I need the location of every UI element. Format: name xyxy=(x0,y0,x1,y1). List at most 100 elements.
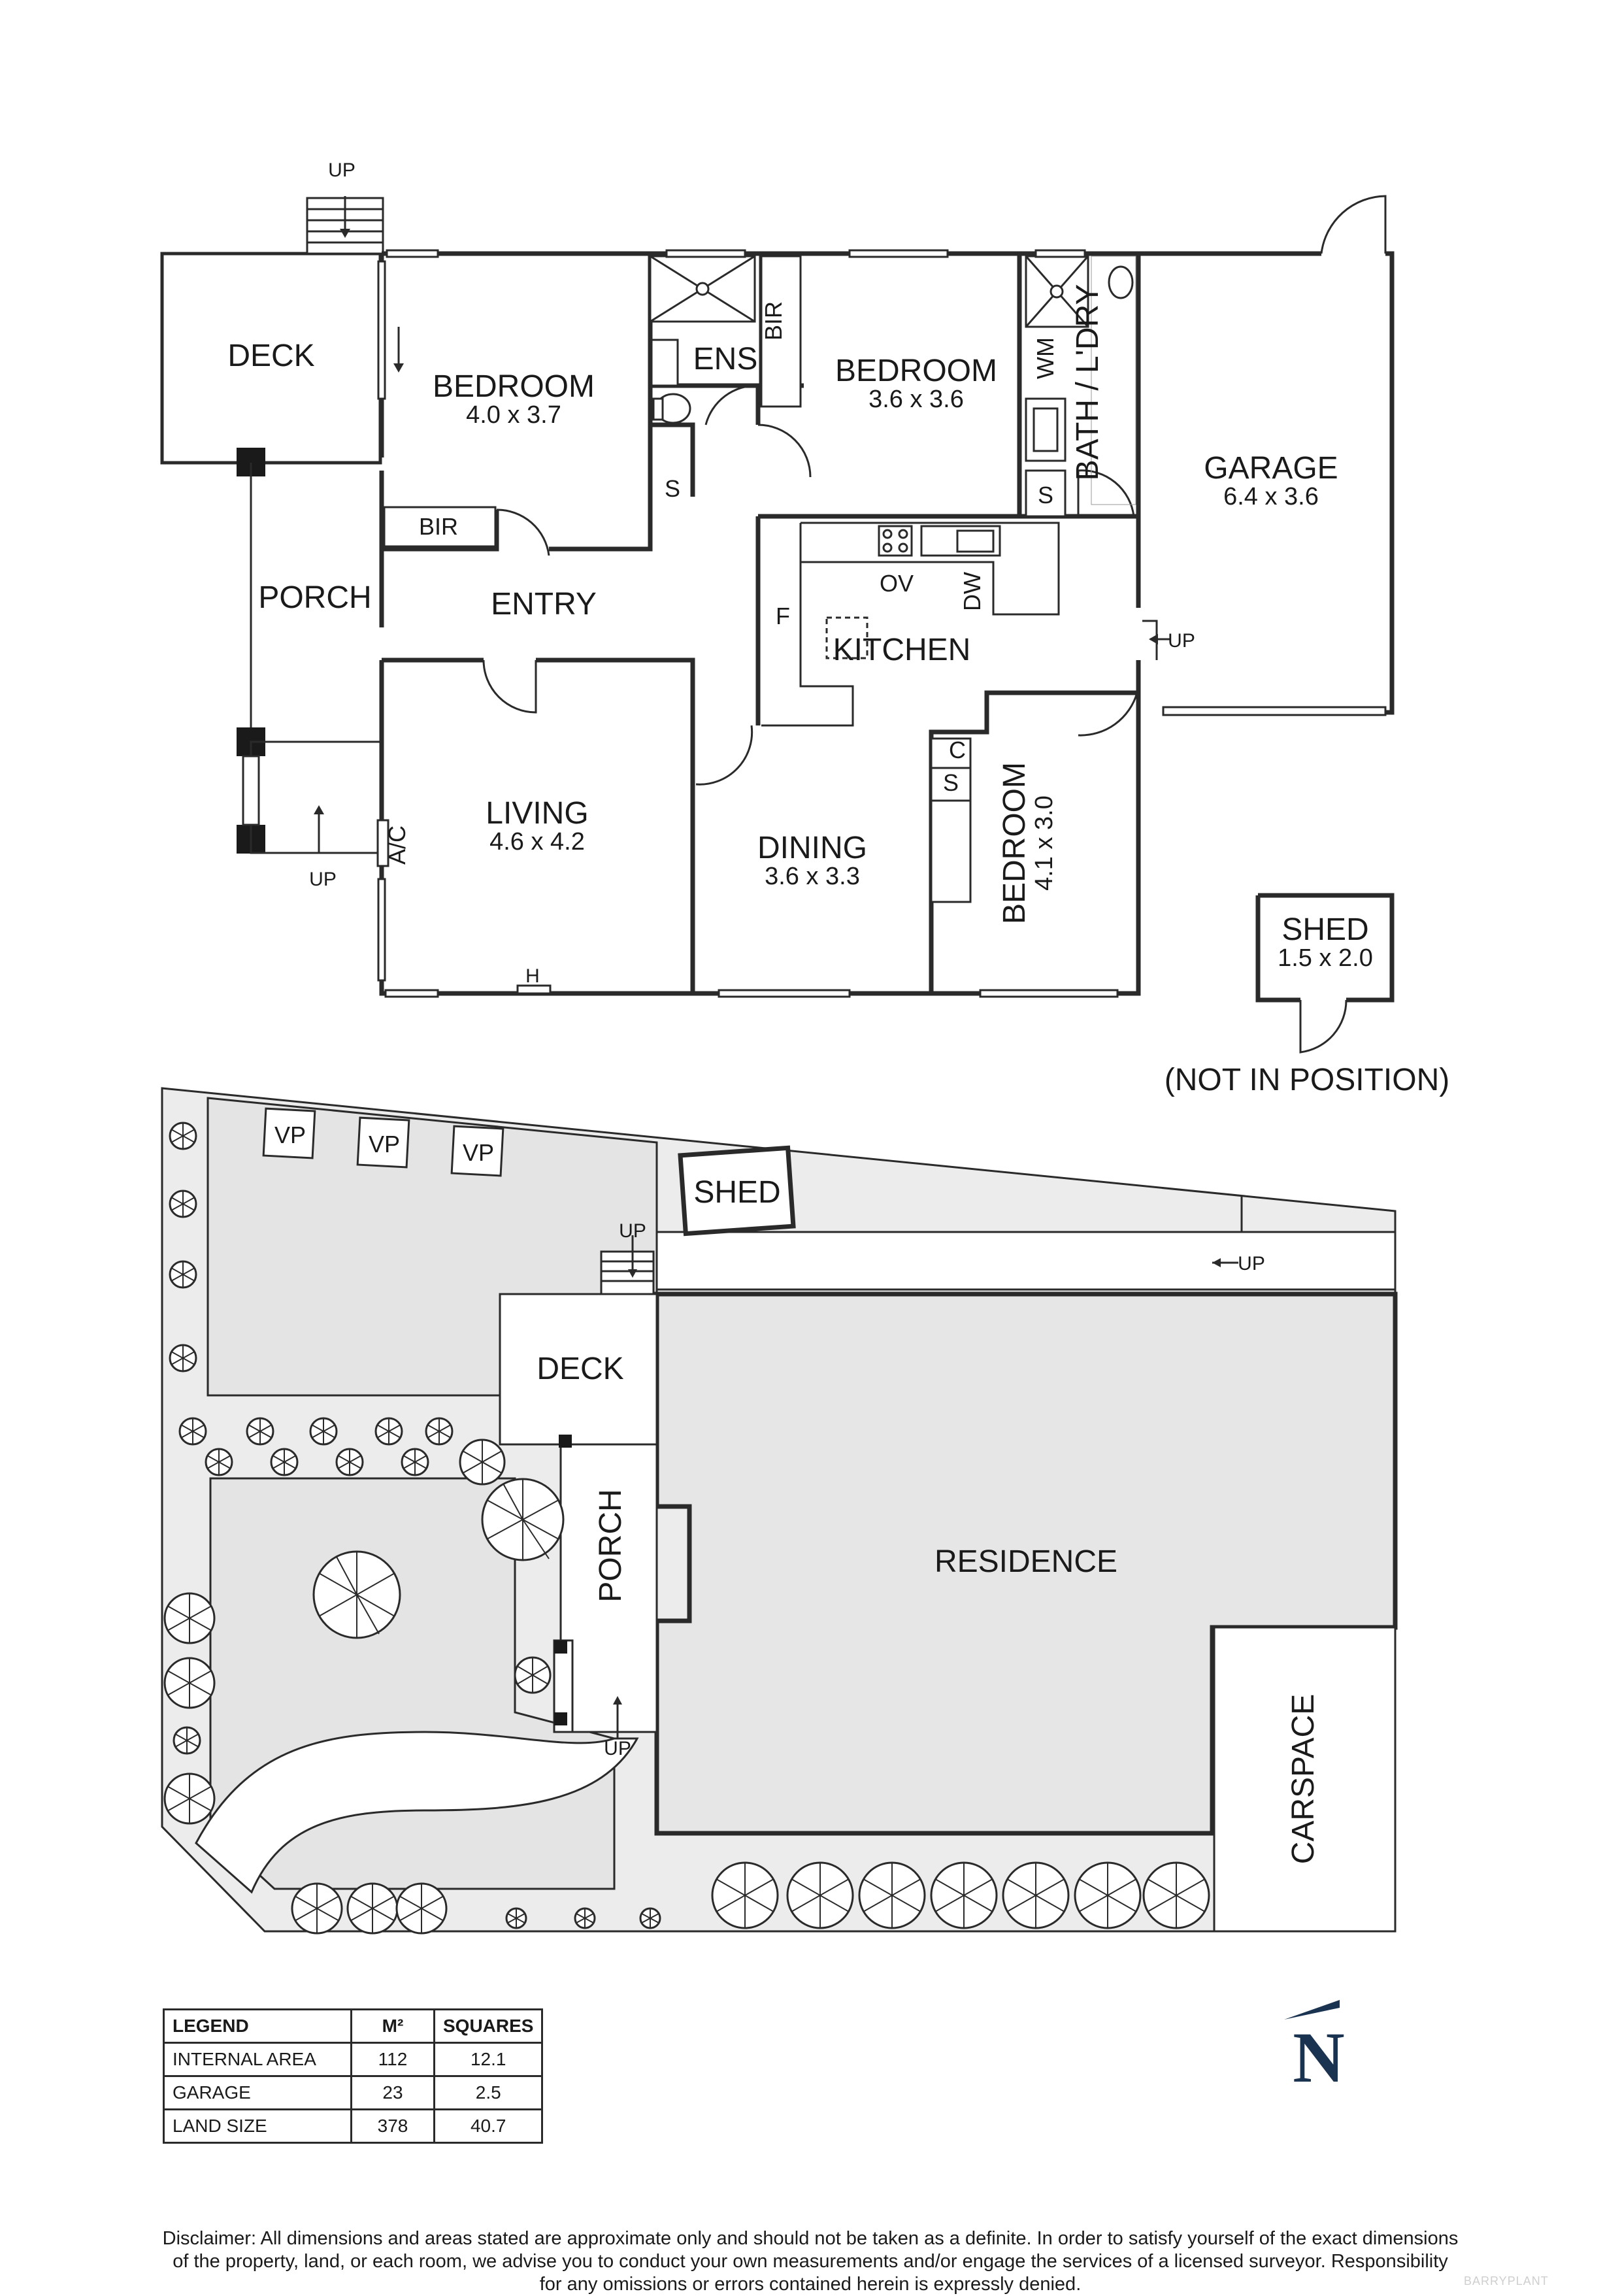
legend-row: LAND SIZE 378 40.7 xyxy=(163,2108,544,2144)
heater-label: H xyxy=(525,965,540,987)
vp-box xyxy=(262,1107,316,1159)
aircon-label: A/C xyxy=(384,825,410,865)
tree-icon xyxy=(163,1592,216,1644)
tree-icon xyxy=(291,1882,343,1935)
tree-icon xyxy=(178,1417,207,1446)
vp-label: VP xyxy=(369,1131,400,1157)
site-deck-up-label: UP xyxy=(619,1220,646,1242)
legend-header: SQUARES xyxy=(433,2008,544,2044)
legend-cell: LAND SIZE xyxy=(163,2108,352,2144)
tree-icon xyxy=(169,1344,197,1373)
ensuite-bir-label: BIR xyxy=(760,301,787,341)
tree-icon xyxy=(425,1417,454,1446)
bedroom1-bir-label: BIR xyxy=(419,513,458,540)
garage-up-label: UP xyxy=(1168,630,1195,652)
shed-label: SHED xyxy=(1281,912,1368,947)
legend-cell: GARAGE xyxy=(163,2075,352,2110)
carspace-label: CARSPACE xyxy=(1286,1694,1321,1865)
fridge-label: F xyxy=(776,603,790,629)
tree-icon xyxy=(858,1861,926,1929)
tree-icon xyxy=(309,1417,338,1446)
tree-icon xyxy=(374,1417,403,1446)
wm-label: WM xyxy=(1032,337,1059,379)
legend-row: INTERNAL AREA 112 12.1 xyxy=(163,2042,544,2077)
site-porch-up-label: UP xyxy=(604,1738,631,1759)
tree-icon xyxy=(1074,1861,1142,1929)
kitchen-label: KITCHEN xyxy=(833,633,971,667)
legend-cell: 40.7 xyxy=(433,2108,544,2144)
shed-dims: 1.5 x 2.0 xyxy=(1278,944,1373,972)
site-porch-label: PORCH xyxy=(593,1489,628,1602)
area-legend-table: LEGEND M² SQUARES INTERNAL AREA 112 12.1… xyxy=(163,2008,544,2144)
tree-icon xyxy=(395,1882,448,1935)
windows xyxy=(377,249,1119,998)
tree-icon xyxy=(514,1656,552,1694)
tree-icon xyxy=(173,1726,201,1755)
entry-label: ENTRY xyxy=(491,587,597,622)
tree-icon xyxy=(246,1417,274,1446)
legend-cell: 112 xyxy=(350,2042,435,2077)
compass-label: N xyxy=(1293,2018,1344,2097)
shed-note: (NOT IN POSITION) xyxy=(1165,1063,1449,1097)
legend-cell: 12.1 xyxy=(433,2042,544,2077)
legend-header-row: LEGEND M² SQUARES xyxy=(163,2008,544,2044)
site-path-up-label: UP xyxy=(1238,1253,1265,1274)
bedroom1-dims: 4.0 x 3.7 xyxy=(466,401,561,429)
tree-icon xyxy=(1142,1861,1210,1929)
bedroom2-dims: 3.6 x 3.6 xyxy=(868,386,964,413)
residence-footprint xyxy=(654,1291,1398,1836)
tree-icon xyxy=(1002,1861,1070,1929)
deck-area xyxy=(160,252,382,465)
tree-icon xyxy=(786,1861,854,1929)
tree-icon xyxy=(401,1448,429,1476)
tree-icon xyxy=(163,1657,216,1709)
legend-row: GARAGE 23 2.5 xyxy=(163,2075,544,2110)
bedroom1-bir xyxy=(383,506,497,548)
bedroom3-dims: 4.1 x 3.0 xyxy=(1031,795,1058,891)
dishwasher-label: DW xyxy=(959,572,985,611)
porch-steps xyxy=(242,740,384,854)
legend-header: M² xyxy=(350,2008,435,2044)
disclaimer-line: for any omissions or errors contained he… xyxy=(539,2274,1082,2295)
deck-steps xyxy=(306,196,384,255)
site-plan: VP VP VP SHED DECK PORCH RESIDENCE CARSP… xyxy=(161,1087,1398,1935)
bedroom1-label: BEDROOM xyxy=(433,369,595,404)
tree-icon xyxy=(346,1882,399,1935)
tree-icon xyxy=(163,1772,216,1825)
oven-label: OV xyxy=(880,570,914,597)
north-arrow-icon: N xyxy=(1284,2000,1345,2097)
tree-icon xyxy=(312,1550,401,1639)
watermark: BARRYPLANT xyxy=(1464,2274,1549,2288)
disclaimer-line: Disclaimer: All dimensions and areas sta… xyxy=(162,2228,1459,2249)
shed-plan xyxy=(1255,893,1395,1054)
legend-cell: 378 xyxy=(350,2108,435,2144)
porch-label: PORCH xyxy=(258,580,371,615)
bedroom3-storage-label: S xyxy=(943,769,959,796)
tree-icon xyxy=(205,1448,233,1476)
disclaimer-line: of the property, land, or each room, we … xyxy=(173,2251,1448,2272)
tree-icon xyxy=(574,1907,596,1929)
dining-dims: 3.6 x 3.3 xyxy=(765,863,860,890)
living-label: LIVING xyxy=(486,796,588,831)
vp-box xyxy=(450,1125,504,1177)
porch-up-label: UP xyxy=(309,869,337,890)
garden-path xyxy=(195,1731,639,1894)
legend-cell: 23 xyxy=(350,2075,435,2110)
tree-icon xyxy=(639,1907,661,1929)
vp-label: VP xyxy=(274,1122,306,1148)
ensuite-bir xyxy=(760,255,802,408)
bedroom3-label: BEDROOM xyxy=(997,762,1032,924)
vp-box xyxy=(356,1116,410,1169)
deck-label: DECK xyxy=(227,339,314,373)
tree-icon xyxy=(711,1861,779,1929)
legend-cell: INTERNAL AREA xyxy=(163,2042,352,2077)
heater xyxy=(516,984,552,995)
garage-dims: 6.4 x 3.6 xyxy=(1223,483,1319,510)
laundry-storage-label: S xyxy=(1038,482,1053,508)
living-dims: 4.6 x 4.2 xyxy=(489,828,585,856)
ensuite-label: ENS xyxy=(693,342,758,376)
bath-laundry-label: BATH / L'DRY xyxy=(1070,284,1105,481)
site-porch xyxy=(559,1443,658,1733)
site-shed-label: SHED xyxy=(693,1175,780,1210)
